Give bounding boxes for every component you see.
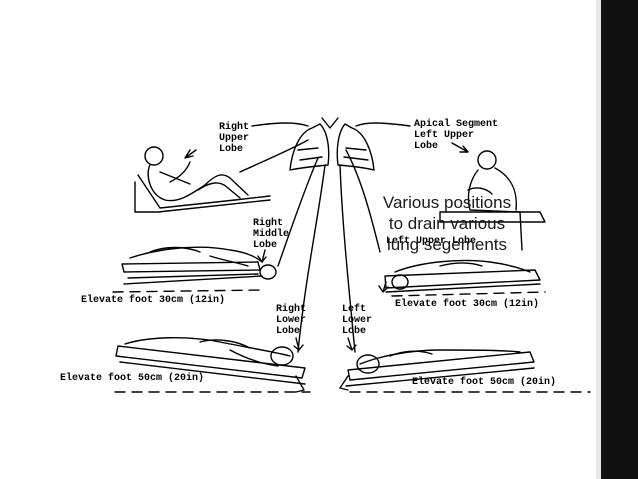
dashed-baselines	[112, 289, 591, 393]
lungs-icon	[289, 117, 375, 171]
patient-reclining-figure	[134, 146, 271, 213]
label-apical-segment: Apical Segment Left Upper Lobe	[414, 119, 499, 152]
sidebar-dark-band	[601, 0, 638, 479]
caption-elevate-30-right: Elevate foot 30cm (12in)	[395, 299, 540, 310]
patient-lying-figure-3a	[115, 337, 306, 393]
overlay-line-3: lung segements	[386, 235, 508, 254]
patient-sitting-figure	[439, 150, 546, 251]
leader-lines	[239, 122, 411, 353]
sidebar-light-stripe	[596, 0, 601, 479]
label-right-lower-lobe: Right Lower Lobe	[276, 304, 307, 337]
label-left-upper-lobe: Left Upper Lobe	[386, 236, 477, 247]
overlay-line-2: to drain various	[388, 214, 506, 233]
caption-elevate-50-right: Elevate foot 50cm (20in)	[412, 377, 557, 388]
caption-elevate-30-left: Elevate foot 30cm (12in)	[81, 295, 226, 306]
caption-elevate-50-left: Elevate foot 50cm (20in)	[60, 373, 205, 384]
overlay-line-1: Various positions	[382, 193, 512, 212]
patient-lying-figure-3b	[339, 349, 535, 391]
patient-lying-figure-2b	[384, 259, 541, 293]
label-left-lower-lobe: Left Lower Lobe	[342, 304, 373, 337]
label-right-upper-lobe: Right Upper Lobe	[219, 122, 250, 155]
label-right-middle-lobe: Right Middle Lobe	[253, 218, 290, 251]
patient-lying-figure-2a	[121, 246, 277, 285]
slide-overlay-text: Various positions to drain various lung …	[352, 192, 542, 255]
